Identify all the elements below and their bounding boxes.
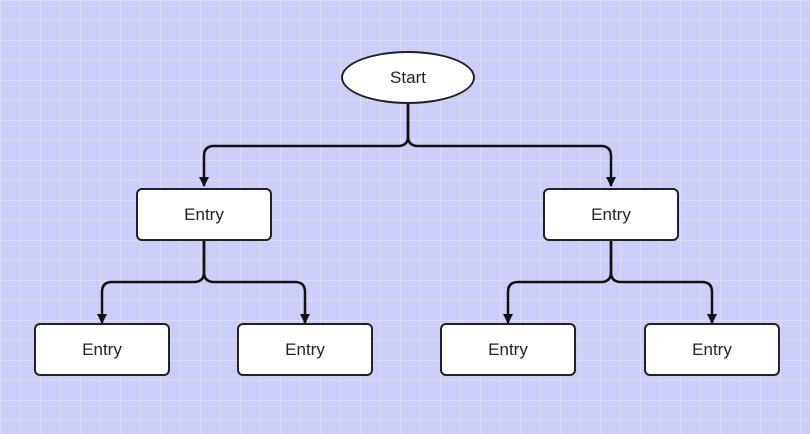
connector-right-entry-to-child-2 (609, 241, 717, 324)
entry-node-right-label: Entry (591, 204, 631, 224)
entry-node-right-child-1-label: Entry (488, 339, 528, 359)
connector-left-entry-to-child-1 (97, 241, 206, 324)
start-node-label: Start (390, 67, 426, 87)
connector-start-to-right-entry (406, 104, 616, 187)
entry-node-left-label: Entry (184, 204, 224, 224)
entry-node-right-child-1[interactable]: Entry (440, 323, 576, 376)
entry-node-right[interactable]: Entry (543, 188, 679, 241)
entry-node-left-child-2-label: Entry (285, 339, 325, 359)
entry-node-right-child-2[interactable]: Entry (644, 323, 780, 376)
entry-node-right-child-2-label: Entry (692, 339, 732, 359)
entry-node-left-child-2[interactable]: Entry (237, 323, 373, 376)
connector-right-entry-to-child-1 (503, 241, 613, 324)
connector-left-entry-to-child-2 (202, 241, 310, 324)
connector-start-to-left-entry (199, 104, 410, 187)
entry-node-left-child-1[interactable]: Entry (34, 323, 170, 376)
entry-node-left-child-1-label: Entry (82, 339, 122, 359)
start-node[interactable]: Start (341, 51, 475, 104)
entry-node-left[interactable]: Entry (136, 188, 272, 241)
